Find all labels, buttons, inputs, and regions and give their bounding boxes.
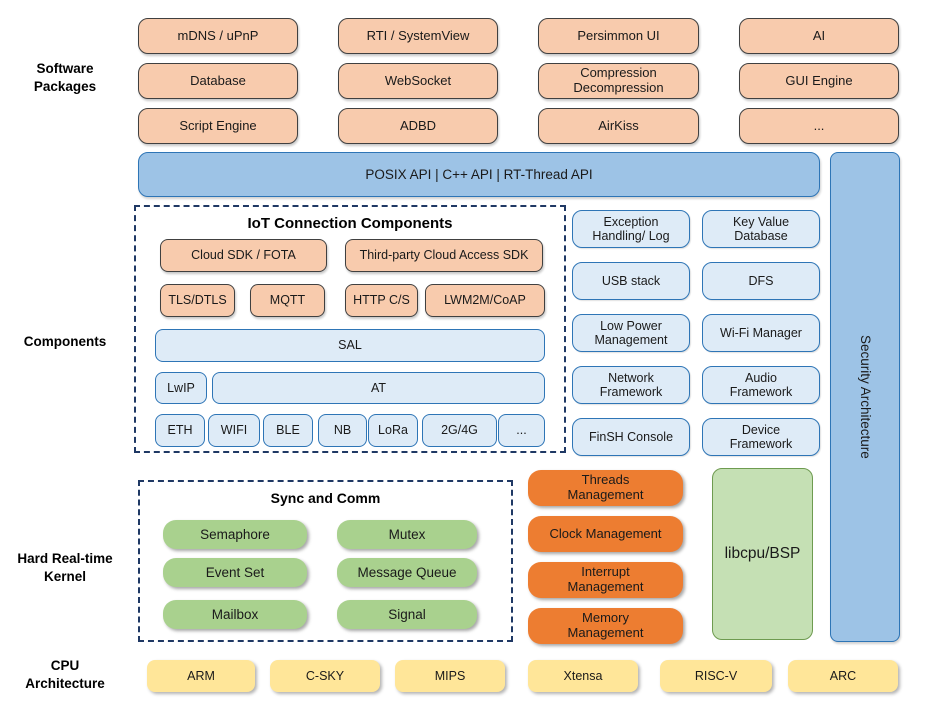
package-mdns-upnp: mDNS / uPnP [138, 18, 298, 54]
service-low-power: Low Power Management [572, 314, 690, 352]
software-packages-section: mDNS / uPnP RTI / SystemView Persimmon U… [138, 18, 899, 144]
cpu-mips: MIPS [395, 660, 505, 692]
iot-box-2g4g: 2G/4G [422, 414, 497, 447]
software-packages-label: Software Packages [33, 61, 97, 94]
iot-box-nb: NB [318, 414, 367, 447]
sync-comm-title: Sync and Comm [270, 490, 381, 506]
package-websocket: WebSocket [338, 63, 498, 99]
package-rti-systemview: RTI / SystemView [338, 18, 498, 54]
iot-box-sal: SAL [155, 329, 545, 362]
iot-box-lwip: LwIP [155, 372, 207, 404]
package-gui-engine: GUI Engine [739, 63, 899, 99]
service-key-value-db: Key Value Database [702, 210, 820, 248]
cpu-arc: ARC [788, 660, 898, 692]
threads-management: Threads Management [528, 470, 683, 506]
iot-box-ble: BLE [263, 414, 313, 447]
cpu-c-sky: C-SKY [270, 660, 380, 692]
package-script-engine: Script Engine [138, 108, 298, 144]
iot-box-eth: ETH [155, 414, 205, 447]
iot-components-box: IoT Connection Components Cloud SDK / FO… [134, 205, 566, 453]
kernel-signal: Signal [337, 600, 477, 629]
components-label: Components [23, 334, 107, 349]
kernel-mailbox: Mailbox [163, 600, 307, 629]
iot-box-lora: LoRa [368, 414, 418, 447]
sync-comm-box: Sync and Comm Semaphore Mutex Event Set … [138, 480, 513, 642]
package-database: Database [138, 63, 298, 99]
api-bar: POSIX API | C++ API | RT-Thread API [138, 152, 820, 197]
kernel-event-set: Event Set [163, 558, 307, 587]
service-network-framework: Network Framework [572, 366, 690, 404]
iot-box-lwm2m-coap: LWM2M/CoAP [425, 284, 545, 317]
management-column: Threads Management Clock Management Inte… [528, 470, 683, 644]
cpu-arm: ARM [147, 660, 255, 692]
iot-box-more: ... [498, 414, 545, 447]
iot-box-tls-dtls: TLS/DTLS [160, 284, 235, 317]
package-airkiss: AirKiss [538, 108, 699, 144]
security-architecture-label: Security Architecture [857, 335, 873, 459]
iot-components-title: IoT Connection Components [247, 215, 453, 232]
clock-management: Clock Management [528, 516, 683, 552]
package-more: ... [739, 108, 899, 144]
service-exception-log: Exception Handling/ Log [572, 210, 690, 248]
service-audio-framework: Audio Framework [702, 366, 820, 404]
iot-box-mqtt: MQTT [250, 284, 325, 317]
interrupt-management: Interrupt Management [528, 562, 683, 598]
package-adbd: ADBD [338, 108, 498, 144]
package-persimmon-ui: Persimmon UI [538, 18, 699, 54]
security-architecture-bar: Security Architecture [830, 152, 900, 642]
cpu-architecture-label: CPU Architecture [25, 658, 105, 691]
iot-box-wifi: WIFI [208, 414, 260, 447]
cpu-xtensa: Xtensa [528, 660, 638, 692]
kernel-label: Hard Real-time Kernel [17, 551, 113, 584]
cpu-risc-v: RISC-V [660, 660, 772, 692]
kernel-message-queue: Message Queue [337, 558, 477, 587]
memory-management: Memory Management [528, 608, 683, 644]
services-grid: Exception Handling/ Log Key Value Databa… [572, 210, 820, 456]
service-device-framework: Device Framework [702, 418, 820, 456]
package-ai: AI [739, 18, 899, 54]
package-compression: Compression Decompression [538, 63, 699, 99]
iot-box-cloud-sdk-fota: Cloud SDK / FOTA [160, 239, 327, 272]
iot-box-http-cs: HTTP C/S [345, 284, 418, 317]
iot-box-at: AT [212, 372, 545, 404]
kernel-semaphore: Semaphore [163, 520, 307, 549]
service-wifi-manager: Wi-Fi Manager [702, 314, 820, 352]
kernel-mutex: Mutex [337, 520, 477, 549]
libcpu-bsp-box: libcpu/BSP [712, 468, 813, 640]
service-usb-stack: USB stack [572, 262, 690, 300]
iot-box-third-party-sdk: Third-party Cloud Access SDK [345, 239, 543, 272]
service-finsh-console: FinSH Console [572, 418, 690, 456]
service-dfs: DFS [702, 262, 820, 300]
